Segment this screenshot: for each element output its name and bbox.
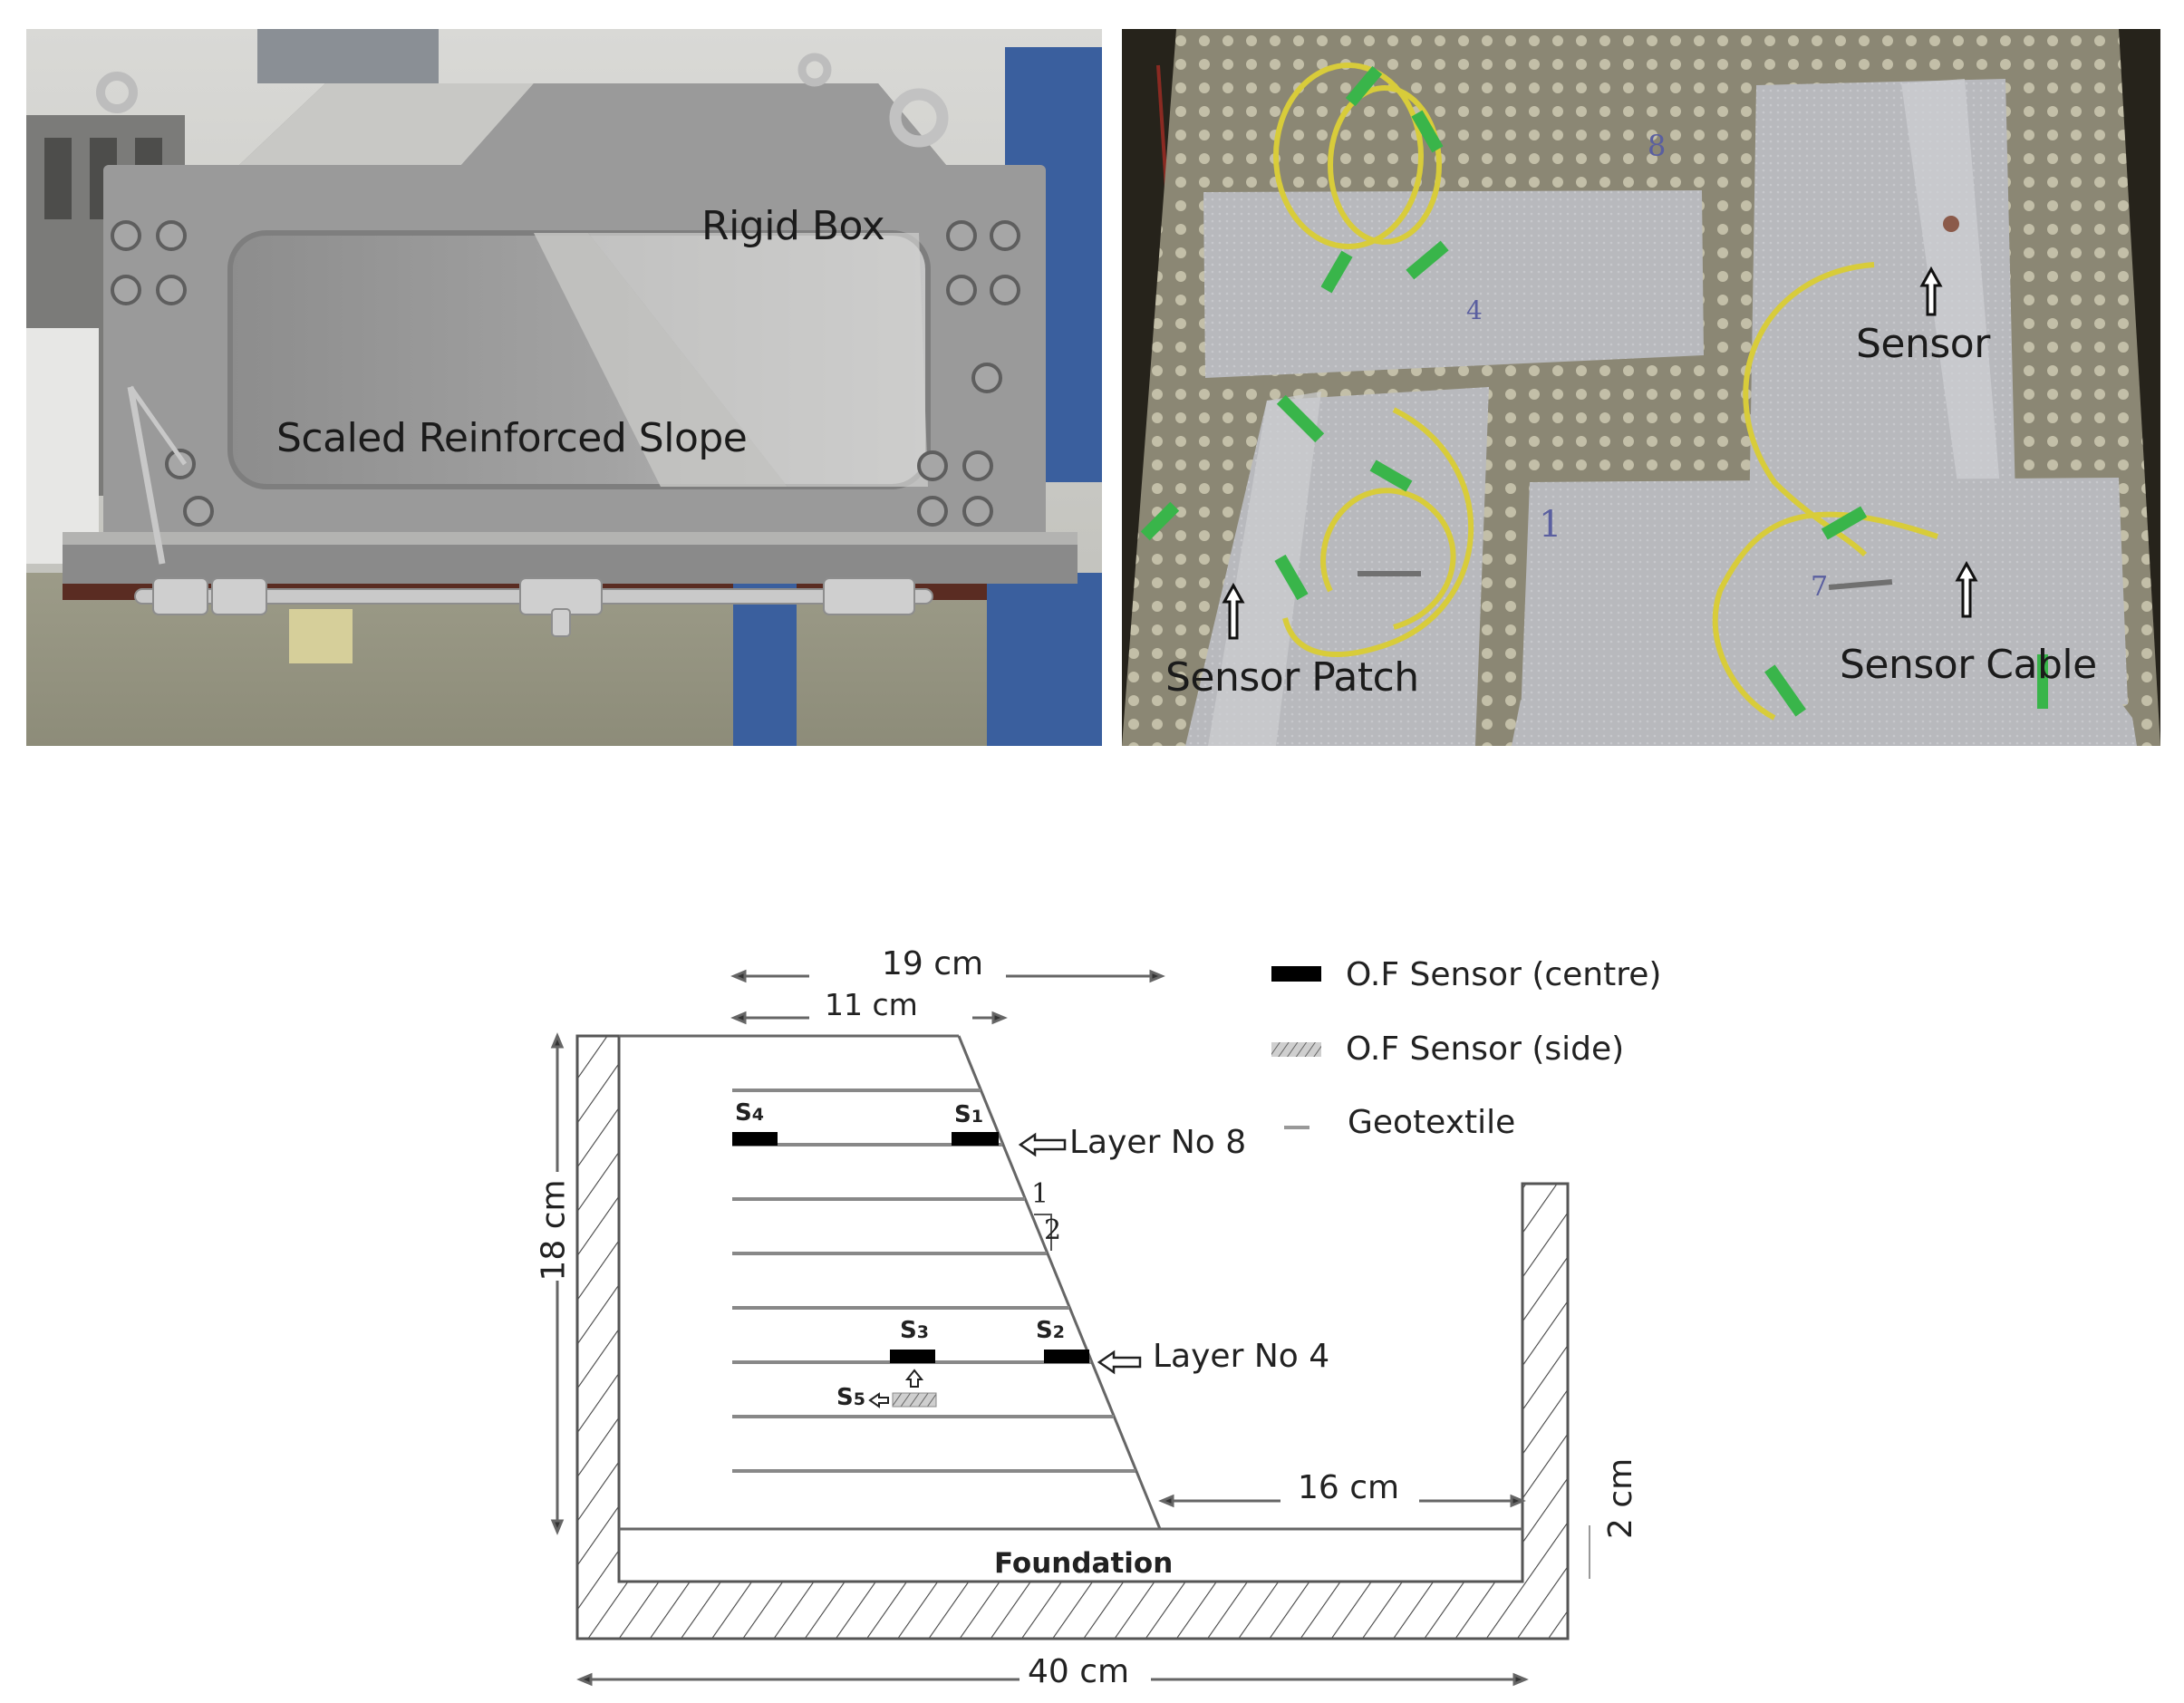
sensor-s3-label: S3 xyxy=(900,1317,929,1344)
s5-arrows xyxy=(868,1369,924,1408)
sensor-s5-side xyxy=(892,1392,937,1408)
sensor-s4 xyxy=(732,1132,778,1146)
legend-label-centre: O.F Sensor (centre) xyxy=(1346,956,1662,993)
dim-2cm: 2 cm xyxy=(1602,1457,1639,1539)
patch-mark-1: 1 xyxy=(1539,504,1561,546)
legend-label-side: O.F Sensor (side) xyxy=(1346,1031,1625,1068)
sensor-s1-label: S1 xyxy=(954,1101,983,1128)
legend-label-geotextile: Geotextile xyxy=(1348,1104,1516,1141)
dim-16cm: 16 cm xyxy=(1298,1469,1400,1506)
layer-4-label: Layer No 4 xyxy=(1153,1338,1330,1375)
sensor-patches-illustration: 8 4 7 1 xyxy=(1122,29,2160,746)
dim-11cm: 11 cm xyxy=(825,987,918,1022)
sensor-patches-photo: 8 4 7 1 Sensor Sensor Patch Sensor Cable xyxy=(1122,29,2160,746)
layer-8-label: Layer No 8 xyxy=(1069,1124,1247,1161)
layer-arrows xyxy=(1018,1132,1142,1375)
sensor-s2-label: S2 xyxy=(1036,1317,1065,1344)
patch-mark-4: 4 xyxy=(1466,295,1483,325)
legend-swatch-centre xyxy=(1271,966,1321,982)
rigid-box-photo: Rigid Box Scaled Reinforced Slope xyxy=(26,29,1102,746)
sensor-s4-label: S4 xyxy=(735,1099,764,1127)
layer-8-arrow-icon xyxy=(1018,1132,1067,1157)
sensor-patch-label: Sensor Patch xyxy=(1165,654,1419,701)
sensor-label: Sensor xyxy=(1856,321,1990,367)
patch-mark-7: 7 xyxy=(1811,571,1828,603)
slope-ratio-indicator xyxy=(1034,1214,1052,1251)
slope-ratio-run: 2 xyxy=(1044,1214,1062,1246)
layer-4-arrow-icon xyxy=(1097,1350,1142,1375)
rigid-box-illustration xyxy=(26,29,1102,746)
dimension-lines xyxy=(550,969,1590,1687)
patch-mark-8: 8 xyxy=(1648,129,1666,163)
dim-19cm: 19 cm xyxy=(882,945,984,982)
sensor-s2 xyxy=(1044,1350,1089,1363)
foundation-label: Foundation xyxy=(994,1547,1174,1580)
dim-40cm: 40 cm xyxy=(1028,1653,1130,1690)
sensor-s5-label: S5 xyxy=(836,1384,865,1411)
legend-swatch-side xyxy=(1271,1042,1321,1057)
rigid-box-label: Rigid Box xyxy=(701,203,885,249)
slope-ratio-rise: 1 xyxy=(1031,1178,1049,1210)
legend-swatches xyxy=(1271,966,1321,1129)
sensor-s3 xyxy=(890,1350,935,1363)
sensor-blocks xyxy=(732,1132,1089,1408)
sensor-cable-label: Sensor Cable xyxy=(1840,642,2097,688)
scaled-reinforced-slope-label: Scaled Reinforced Slope xyxy=(276,415,748,461)
slope-profile xyxy=(619,1034,1522,1531)
dim-18cm: 18 cm xyxy=(535,1179,573,1282)
container-walls xyxy=(575,1034,1570,1640)
sensor-s1 xyxy=(952,1132,999,1146)
